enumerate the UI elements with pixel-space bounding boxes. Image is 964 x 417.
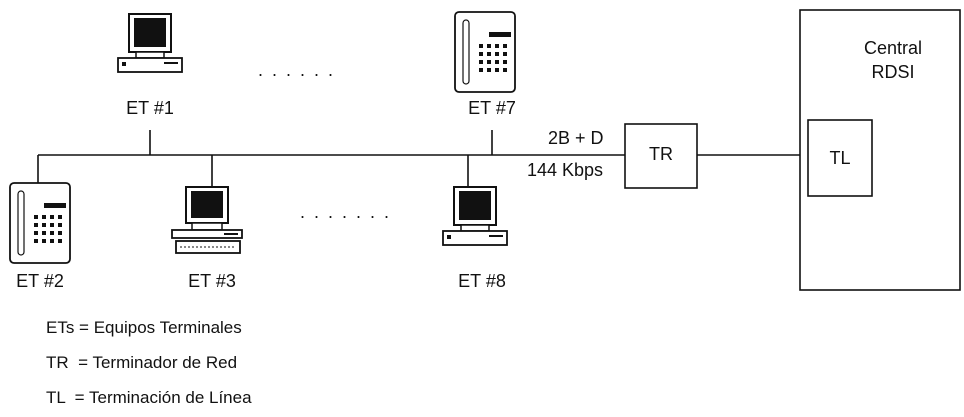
tl-label: TL — [829, 148, 850, 169]
tr-label: TR — [649, 144, 673, 165]
legend-item: ETs = Equipos Terminales — [46, 318, 242, 338]
et1-label: ET #1 — [126, 98, 174, 119]
central-subtitle: RDSI — [871, 62, 914, 83]
line-channel-label: 2B + D — [548, 128, 604, 149]
computer-icon — [443, 187, 507, 245]
legend-item: TL = Terminación de Línea — [46, 388, 252, 408]
ellipsis-top: . . . . . . — [258, 60, 335, 81]
et7-label: ET #7 — [468, 98, 516, 119]
legend-item: TR = Terminador de Red — [46, 353, 237, 373]
telephone-icon — [455, 12, 515, 92]
central-title: Central — [864, 38, 922, 59]
et3-label: ET #3 — [188, 271, 236, 292]
et2-label: ET #2 — [16, 271, 64, 292]
et8-label: ET #8 — [458, 271, 506, 292]
ellipsis-bottom: . . . . . . . — [300, 202, 391, 223]
computer-icon — [172, 187, 242, 253]
telephone-icon — [10, 183, 70, 263]
line-rate-label: 144 Kbps — [527, 160, 603, 181]
computer-icon — [118, 14, 182, 72]
